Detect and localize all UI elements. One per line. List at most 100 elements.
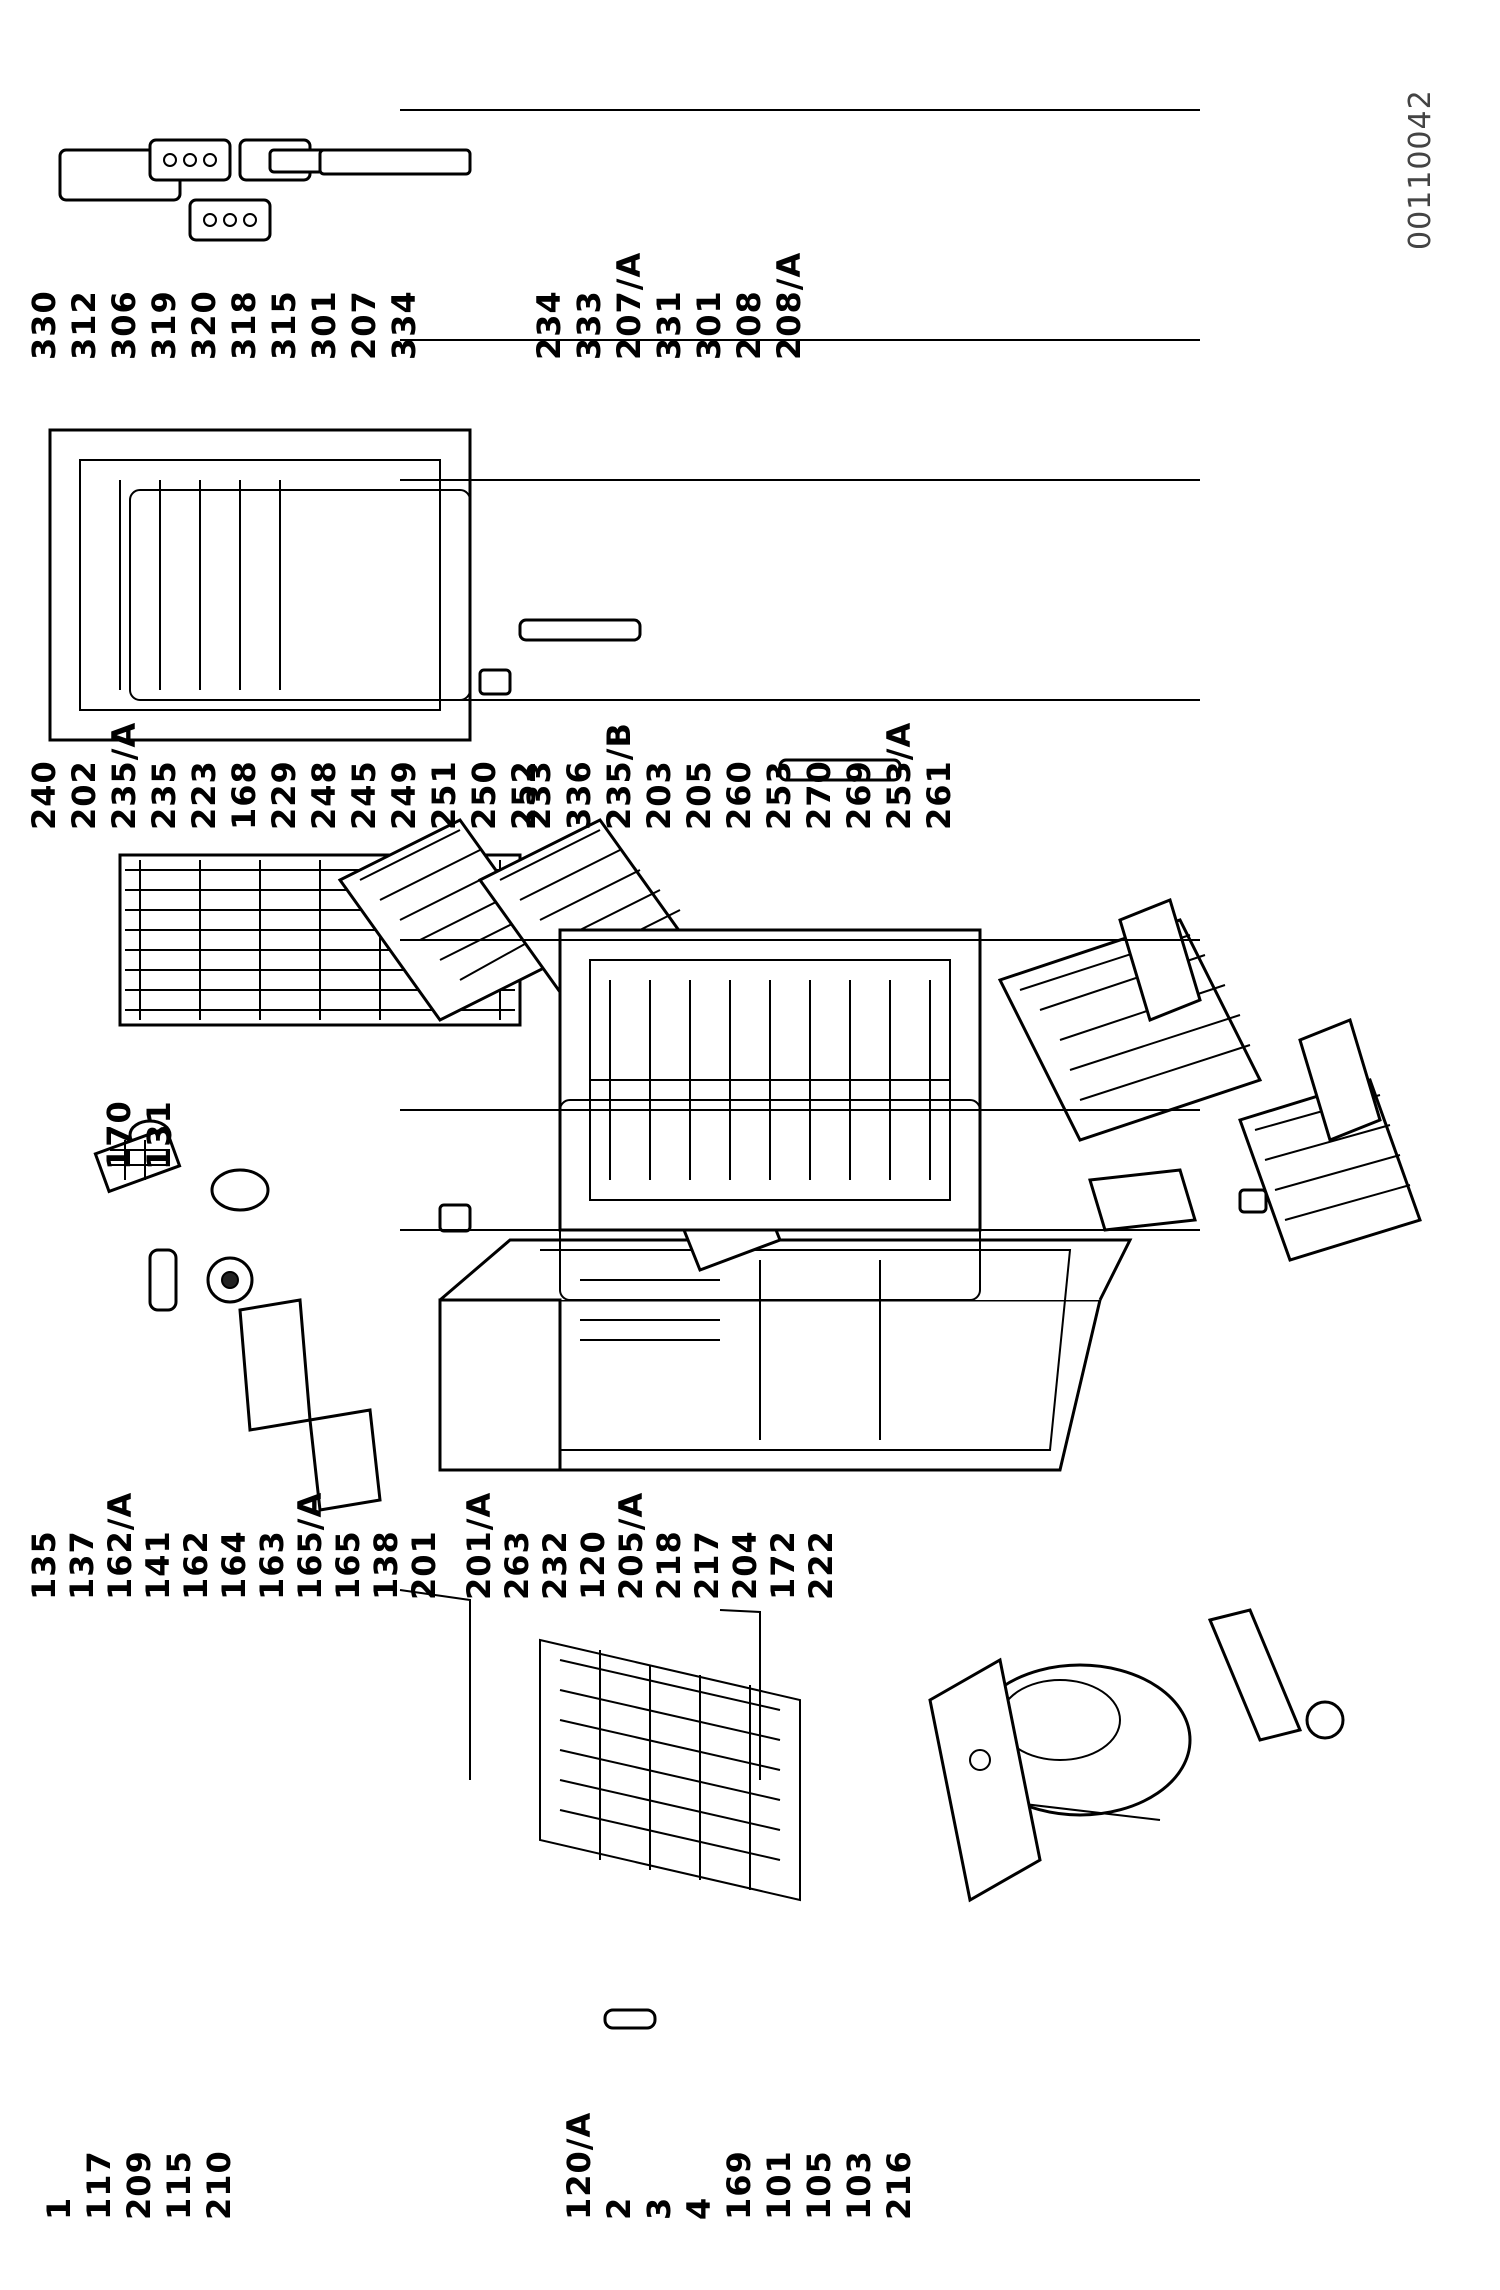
part-number-label: 210 [200,2150,238,2220]
part-number-label: 318 [225,290,263,360]
part-number-label: 248 [305,760,343,830]
lamp-holder [148,1248,178,1312]
part-number-label: 320 [185,290,223,360]
part-number-label: 260 [720,760,758,830]
part-number-label: 312 [65,290,103,360]
part-number-label: 270 [800,760,838,830]
part-number-label: 103 [840,2150,878,2220]
door-gasket-lower [559,1099,981,1301]
part-number-label: 330 [25,290,63,360]
upper-door [48,428,472,742]
part-number-label: 235/A [105,722,143,830]
hinge-208 [1238,1188,1268,1214]
part-number-label: 334 [385,290,423,360]
part-number-label: 336 [560,760,598,830]
part-number-label: 207 [345,290,383,360]
part-number-label: 172 [764,1530,802,1600]
part-number-label: 105 [800,2150,838,2220]
part-number-label: 168 [225,760,263,830]
part-number-label: 205/A [612,1492,650,1600]
part-number-label: 234 [530,290,568,360]
part-number-label: 131 [140,1100,178,1170]
part-number-label: 170 [100,1100,138,1170]
evaporator-tube [399,1589,761,1780]
part-number-label: 101 [760,2150,798,2220]
part-number-label: 235 [145,760,183,830]
part-number-label: 208/A [770,252,808,360]
ice-tray [93,1126,182,1194]
part-number-label: 223 [185,760,223,830]
part-number-label: 1 [40,2197,78,2220]
lower-door [558,928,982,1232]
door-rail-315 [318,148,472,176]
cabinet-body [438,1238,1133,1472]
part-number-label: 216 [880,2150,918,2220]
part-number-label: 135 [25,1530,63,1600]
control-housing [308,1408,382,1512]
part-number-label: 2 [600,2197,638,2220]
part-number-label: 169 [720,2150,758,2220]
part-number-label: 252 [505,760,543,830]
part-number-label: 249 [385,760,423,830]
part-number-label: 141 [139,1530,177,1600]
part-number-label: 218 [650,1530,688,1600]
handle-333 [778,758,902,782]
part-number-label: 232 [536,1530,574,1600]
part-number-label: 162/A [101,1492,139,1600]
part-number-label: 137 [63,1530,101,1600]
hinge-207 [478,668,512,696]
handle-334 [518,618,642,642]
part-number-label: 217 [688,1530,726,1600]
cabinet-side-panel [438,1298,562,1472]
part-number-label: 203 [640,760,678,830]
part-number-label: 208 [730,290,768,360]
part-number-label: 3 [640,2197,678,2220]
drawer-front-270 [1118,897,1202,1023]
part-number-label: 269 [840,760,878,830]
egg-tray-306 [148,138,232,182]
part-number-label: 240 [25,760,63,830]
part-number-label: 301 [690,290,728,360]
foot-216 [1305,1700,1345,1740]
part-number-label: 235/B [600,722,638,830]
part-number-label: 205 [680,760,718,830]
thermostat-knob [206,1256,254,1304]
part-number-label: 222 [802,1530,840,1600]
part-number-label: 261 [920,760,958,830]
part-number-label: 165/A [291,1492,329,1600]
part-number-label: 138 [367,1530,405,1600]
part-number-label: 204 [726,1530,764,1600]
switch-131 [210,1168,270,1212]
part-number-label: 251 [425,760,463,830]
part-number-label: 245 [345,760,383,830]
part-number-label: 4 [680,2197,718,2220]
filter-drier [603,2008,657,2030]
door-gasket-upper [129,489,471,701]
drawing-code: 00110042 [1403,89,1438,250]
part-number-label: 301 [305,290,343,360]
part-number-label: 163 [253,1530,291,1600]
compressor-bracket [1207,1608,1303,1742]
part-number-label: 162 [177,1530,215,1600]
control-panel [238,1298,312,1432]
part-number-label: 115 [160,2150,198,2220]
part-number-label: 201 [405,1530,443,1600]
leader-lines [400,109,1200,1231]
part-number-label: 250 [465,760,503,830]
part-number-label: 333 [570,290,608,360]
part-number-label: 207/A [610,252,648,360]
part-number-label: 253/A [880,722,918,830]
part-number-label: 117 [80,2150,118,2220]
part-number-label: 229 [265,760,303,830]
hinge-201 [438,1203,472,1233]
part-number-label: 315 [265,290,303,360]
part-number-label: 201/A [460,1492,498,1600]
part-number-label: 120 [574,1530,612,1600]
evaporator-coil [539,1638,801,1902]
compressor-plate [928,1657,1042,1903]
part-number-label: 253 [760,760,798,830]
part-number-label: 165 [329,1530,367,1600]
drawer-front-261 [1298,1017,1382,1143]
